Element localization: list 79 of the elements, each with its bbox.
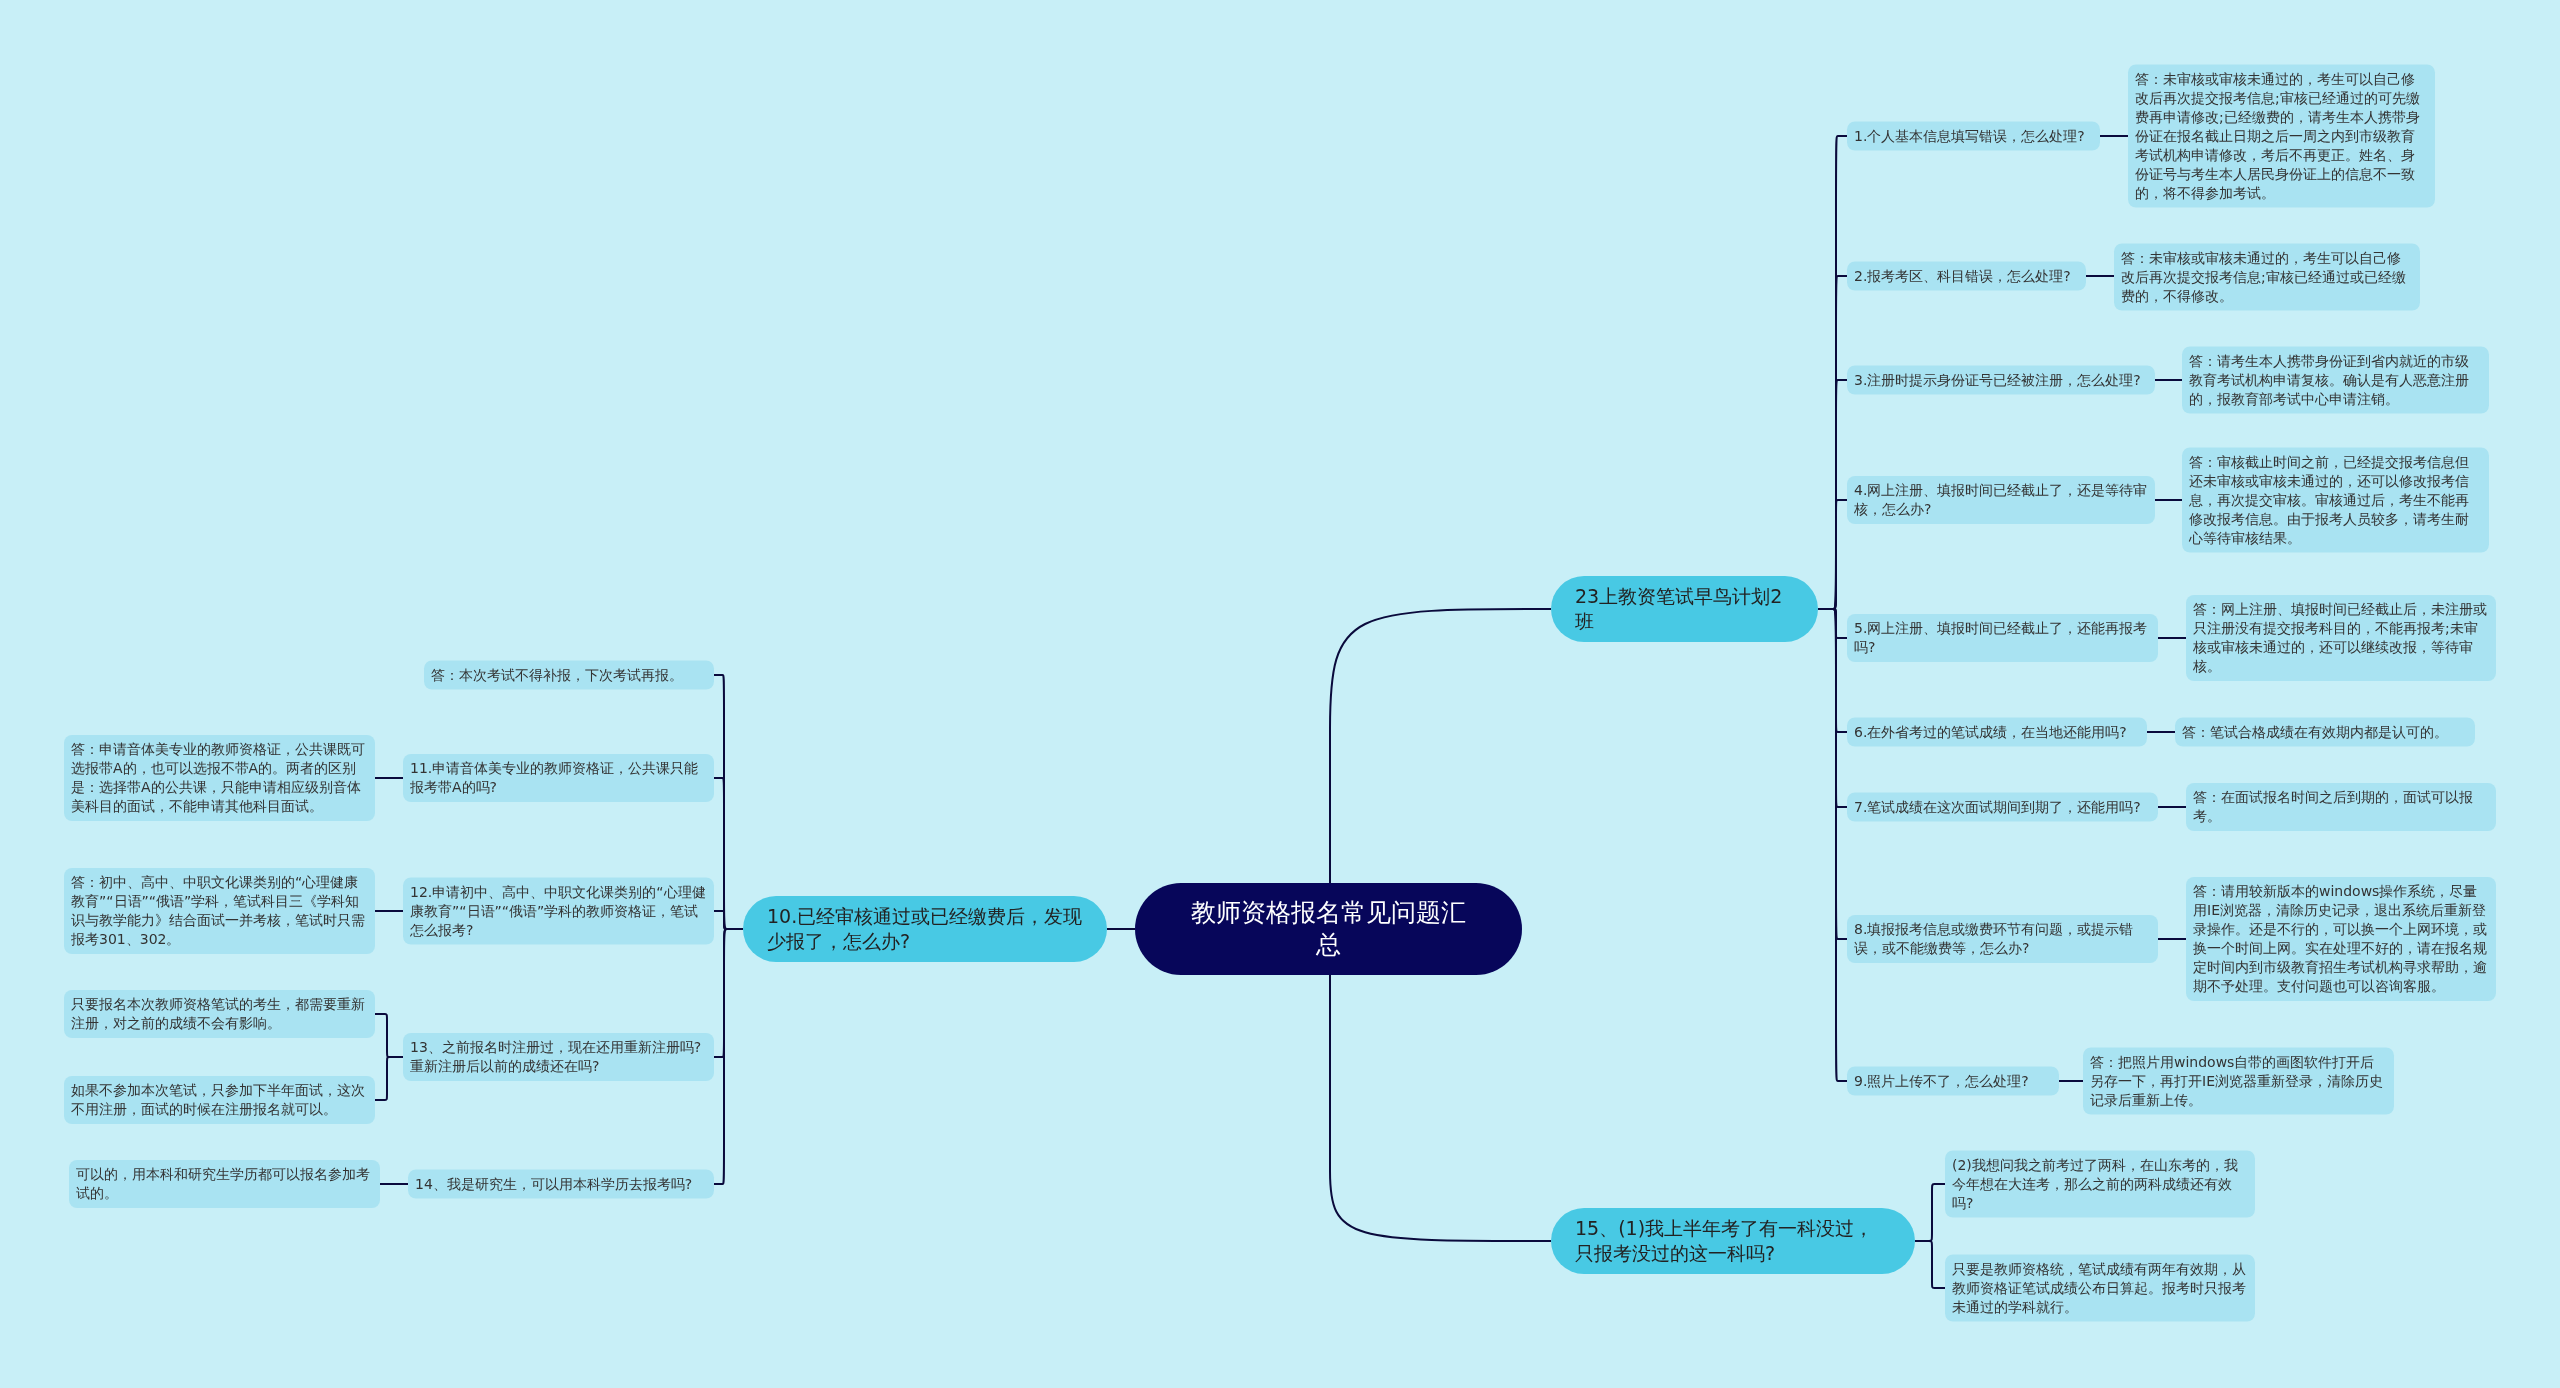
- answer-card: [64, 868, 375, 954]
- answer-text: 答：笔试合格成绩在有效期内都是认可的。: [2182, 722, 2449, 742]
- answer-card: [2186, 783, 2496, 831]
- question-card: [403, 877, 714, 945]
- answer-card: [2175, 717, 2475, 747]
- answer-card: [424, 660, 714, 690]
- question-text: 3.注册时提示身份证号已经被注册，怎么处理?: [1854, 370, 2142, 390]
- question-card: [1847, 121, 2100, 151]
- answer-card: [1945, 1254, 2255, 1322]
- question-text: 6.在外省考过的笔试成绩，在当地还能用吗?: [1854, 722, 2128, 742]
- answer-text: 答：本次考试不得补报，下次考试再报。: [431, 665, 684, 685]
- branch-topic-text: 10.已经审核通过或已经缴费后，发现少报了，怎么办?: [767, 904, 1083, 954]
- question-text: 14、我是研究生，可以用本科学历去报考吗?: [415, 1174, 694, 1194]
- connector-line: [2154, 499, 2183, 501]
- answer-text: 答：请用较新版本的windows操作系统，尽量用IE浏览器，清除历史记录，退出系统后重新登录操作。还是不行的，可以换一个上网环境，或换一个时间上网。实在处理不好的，请在报名规定时间内到市级教育招生考试机构寻求帮助，逾期不予处理。支付问题也可以咨询客服。: [2193, 882, 2488, 996]
- answer-card: [2186, 595, 2496, 681]
- answer-text: 答：网上注册、填报时间已经截止后，未注册或只注册没有提交报考科目的，不能再报考;未审核或审核未通过的，还可以继续改报，等待审核。: [2193, 600, 2488, 676]
- question-card: [1847, 792, 2158, 822]
- connector-line: [374, 910, 404, 912]
- question-card: [1847, 365, 2155, 395]
- question-card: [1847, 614, 2158, 662]
- branch-topic-text: 23上教资笔试早鸟计划2班: [1575, 584, 1784, 634]
- question-text: 2.报考考区、科目错误，怎么处理?: [1854, 266, 2072, 286]
- answer-card: [2182, 346, 2489, 414]
- answer-card: [69, 1160, 380, 1208]
- question-card: [408, 1169, 714, 1199]
- connector-line: [2058, 1080, 2084, 1082]
- connector-line: [379, 1183, 409, 1185]
- question-card: [1847, 1066, 2059, 1096]
- connector-line: [2085, 275, 2115, 277]
- connector-line: [374, 777, 404, 779]
- answer-card: [2083, 1047, 2394, 1115]
- connector-line: [2157, 806, 2187, 808]
- answer-card: [1945, 1150, 2255, 1218]
- question-card: [1847, 261, 2086, 291]
- question-card: [403, 1033, 714, 1081]
- question-text: 7.笔试成绩在这次面试期间到期了，还能用吗?: [1854, 797, 2142, 817]
- answer-text: 答：初中、高中、中职文化课类别的“心理健康教育”“日语”“俄语”学科，笔试科目三《学科知识与教学能力》结合面试一并考核，笔试时只需报考301、302。: [71, 873, 366, 949]
- connector-line: [2154, 379, 2183, 381]
- question-text: 5.网上注册、填报时间已经截止了，还能再报考吗?: [1854, 619, 2149, 657]
- question-text: 1.个人基本信息填写错误，怎么处理?: [1854, 126, 2086, 146]
- answer-text: 答：未审核或审核未通过的，考生可以自己修改后再次提交报考信息;审核已经通过的可先缴费再申请修改;已经缴费的，请考生本人携带身份证在报名截止日期之后一周之内到市级教育考试机构申请修改，考后不再更正。姓名、身份证号与考生本人居民身份证上的信息不一致的，将不得参加考试。: [2135, 69, 2421, 203]
- answer-text: 只要报名本次教师资格笔试的考生，都需要重新注册，对之前的成绩不会有影响。: [71, 995, 366, 1033]
- connector-line: [1329, 974, 1552, 1242]
- question-text: 9.照片上传不了，怎么处理?: [1854, 1071, 2030, 1091]
- branch-topic-text: 15、(1)我上半年考了有一科没过，只报考没过的这一科吗?: [1575, 1216, 1875, 1266]
- connector-line: [2146, 731, 2176, 733]
- answer-text: 答：在面试报名时间之后到期的，面试可以报考。: [2193, 788, 2474, 826]
- answer-text: 答：请考生本人携带身份证到省内就近的市级教育考试机构申请复核。确认是有人恶意注册的，报教育部考试中心申请注销。: [2189, 351, 2470, 409]
- question-card: [403, 754, 714, 802]
- question-card: [1847, 915, 2158, 963]
- question-text: 11.申请音体美专业的教师资格证，公共课只能报考带A的吗?: [410, 759, 700, 797]
- answer-text: 答：把照片用windows自带的画图软件打开后另存一下，再打开IE浏览器重新登录，清除历史记录后重新上传。: [2090, 1052, 2384, 1110]
- answer-card: [64, 735, 375, 821]
- answer-card: [64, 1076, 375, 1124]
- connector-line: [1106, 928, 1136, 930]
- answer-text: 答：申请音体美专业的教师资格证，公共课既可选报带A的，也可以选报不带A的。两者的区别是：选择带A的公共课，只能申请相应级别音体美科目的面试，不能申请其他科目面试。: [71, 740, 366, 816]
- answer-text: 答：审核截止时间之前，已经提交报考信息但还未审核或审核未通过的，还可以修改报考信息，再次提交审核。审核通过后，考生不能再修改报考信息。由于报考人员较多，请考生耐心等待审核结果。: [2189, 452, 2470, 548]
- connector-line: [1329, 608, 1552, 884]
- question-text: 13、之前报名时注册过，现在还用重新注册吗?重新注册后以前的成绩还在吗?: [410, 1038, 703, 1076]
- answer-text: 答：未审核或审核未通过的，考生可以自己修改后再次提交报考信息;审核已经通过或已经缴费的，不得修改。: [2121, 248, 2407, 306]
- answer-card: [64, 990, 375, 1038]
- question-text: 4.网上注册、填报时间已经截止了，还是等待审核，怎么办?: [1854, 481, 2148, 519]
- connector-line: [2099, 135, 2129, 137]
- answer-card: [2182, 447, 2489, 553]
- connector-line: [374, 1056, 404, 1101]
- answer-text: 如果不参加本次笔试，只参加下半年面试，这次不用注册，面试的时候在注册报名就可以。: [71, 1081, 366, 1119]
- connector-line: [1914, 1240, 1946, 1289]
- question-text: 8.填报报考信息或缴费环节有问题，或提示错误，或不能缴费等，怎么办?: [1854, 920, 2135, 958]
- question-card: [1847, 717, 2147, 747]
- answer-card: [2114, 243, 2420, 311]
- connector-line: [2157, 938, 2187, 940]
- answer-text: 可以的，用本科和研究生学历都可以报名参加考试的。: [76, 1165, 371, 1203]
- question-card: [1847, 476, 2155, 524]
- connector-line: [2157, 637, 2187, 639]
- answer-text: 只要是教师资格统，笔试成绩有两年有效期，从教师资格证笔试成绩公布日算起。报考时只报考未通过的学科就行。: [1952, 1259, 2247, 1317]
- question-text: 12.申请初中、高中、中职文化课类别的“心理健康教育”“日语”“俄语”学科的教师资格证，笔试怎么报考?: [410, 882, 707, 940]
- central-topic-text: 教师资格报名常见问题汇总: [1190, 897, 1467, 961]
- answer-text: (2)我想问我之前考过了两科，在山东考的，我今年想在大连考，那么之前的两科成绩还有效吗?: [1952, 1155, 2239, 1213]
